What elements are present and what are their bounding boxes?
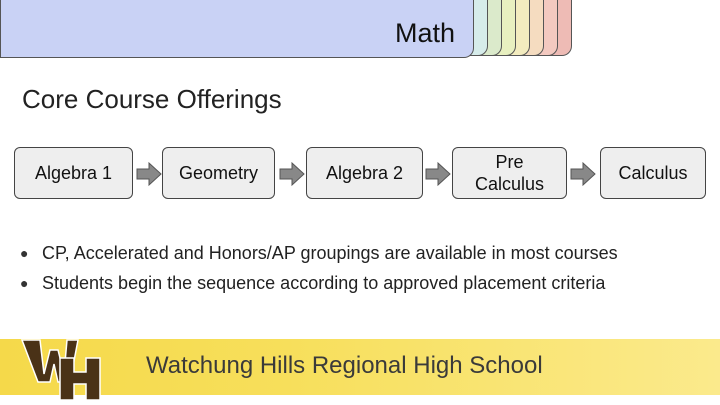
course-box-geometry: Geometry [162, 147, 275, 199]
school-logo: WH [20, 339, 101, 401]
list-item: ● Students begin the sequence according … [20, 268, 618, 298]
course-sequence: Algebra 1 Geometry Algebra 2 Pre Calculu… [0, 147, 720, 199]
bullet-icon: ● [20, 245, 29, 261]
list-item-text: CP, Accelerated and Honors/AP groupings … [42, 242, 618, 263]
section-title: Core Course Offerings [22, 84, 282, 114]
notes-list: ● CP, Accelerated and Honors/AP grouping… [20, 238, 618, 298]
arrow-right-icon [570, 161, 596, 187]
arrow-right-icon [425, 161, 451, 187]
course-box-algebra-1: Algebra 1 [14, 147, 133, 199]
bullet-icon: ● [20, 275, 29, 291]
course-label: Algebra 1 [34, 163, 113, 183]
course-label: Pre Calculus [474, 152, 545, 194]
arrow-right-icon [279, 161, 305, 187]
header-tab-main: Math [0, 0, 474, 58]
course-label: Algebra 2 [325, 163, 404, 183]
course-label: Calculus [618, 163, 688, 183]
header-tabs: Math [0, 0, 720, 62]
course-box-pre-calculus: Pre Calculus [452, 147, 567, 199]
list-item: ● CP, Accelerated and Honors/AP grouping… [20, 238, 618, 268]
course-box-calculus: Calculus [600, 147, 706, 199]
footer-band [0, 339, 720, 395]
school-name: Watchung Hills Regional High School [146, 352, 543, 379]
page-title: Math [394, 18, 455, 48]
list-item-text: Students begin the sequence according to… [42, 272, 606, 293]
arrow-right-icon [136, 161, 162, 187]
course-box-algebra-2: Algebra 2 [306, 147, 423, 199]
course-label: Geometry [178, 163, 259, 183]
